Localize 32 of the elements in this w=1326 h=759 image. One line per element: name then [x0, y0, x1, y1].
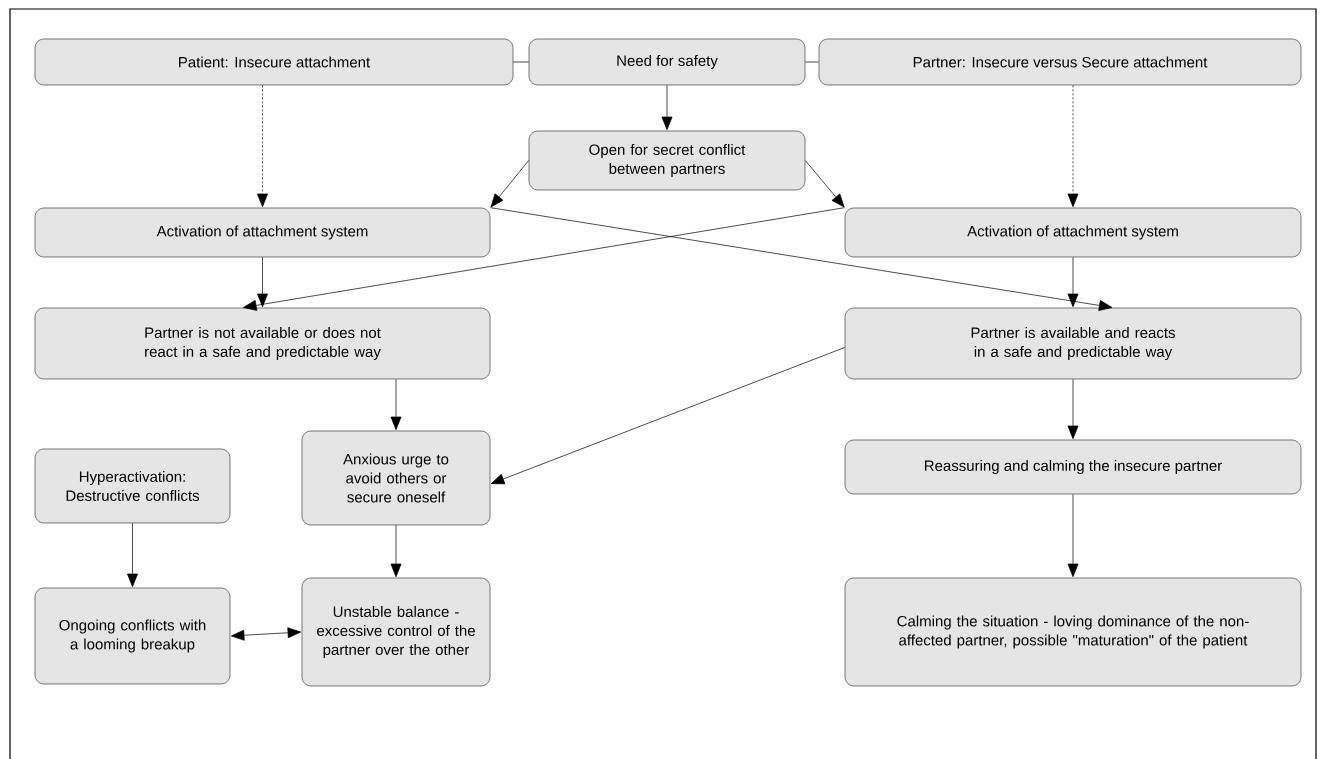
arrow	[243, 207, 845, 311]
arrow	[490, 347, 845, 485]
process-box: Ongoing conflicts with a looming breakup	[34, 587, 231, 685]
arrow	[1067, 257, 1079, 308]
process-box: Activation of attachment system	[34, 207, 491, 258]
process-box: Activation of attachment system	[844, 207, 1302, 258]
arrow	[1067, 379, 1079, 440]
process-box: Partner: Insecure versus Secure attachment	[818, 38, 1302, 86]
arrow	[127, 523, 138, 588]
arrow	[490, 160, 529, 208]
arrow	[490, 207, 1113, 311]
arrow	[257, 85, 268, 208]
arrow	[1067, 494, 1079, 578]
arrow	[805, 160, 845, 208]
arrow	[230, 627, 302, 641]
process-box: Need for safety	[528, 38, 806, 86]
process-box: Partner is not available or does not react in a safe and predictable way	[34, 307, 491, 380]
connector-line	[805, 61, 819, 63]
arrow	[1067, 85, 1079, 208]
process-box: Hyperactivation: Destructive conflicts	[34, 448, 231, 524]
process-box: Reassuring and calming the insecure partner	[844, 439, 1302, 495]
process-box: Anxious urge to avoid others or secure oneself	[301, 430, 491, 526]
arrow	[390, 379, 402, 431]
connector-line	[513, 61, 529, 63]
arrow	[661, 85, 673, 131]
process-box: Unstable balance - excessive control of the partner over the other	[301, 577, 491, 687]
process-box: Patient: Insecure attachment	[34, 38, 514, 86]
arrow	[257, 257, 268, 308]
arrow	[390, 525, 402, 578]
process-box: Open for secret conflict between partners	[528, 130, 806, 191]
process-box: Partner is available and reacts in a safe and predictable way	[844, 307, 1302, 380]
process-box: Calming the situation - loving dominance of the non-affected partner, possible "maturation" of the patient	[844, 577, 1302, 687]
